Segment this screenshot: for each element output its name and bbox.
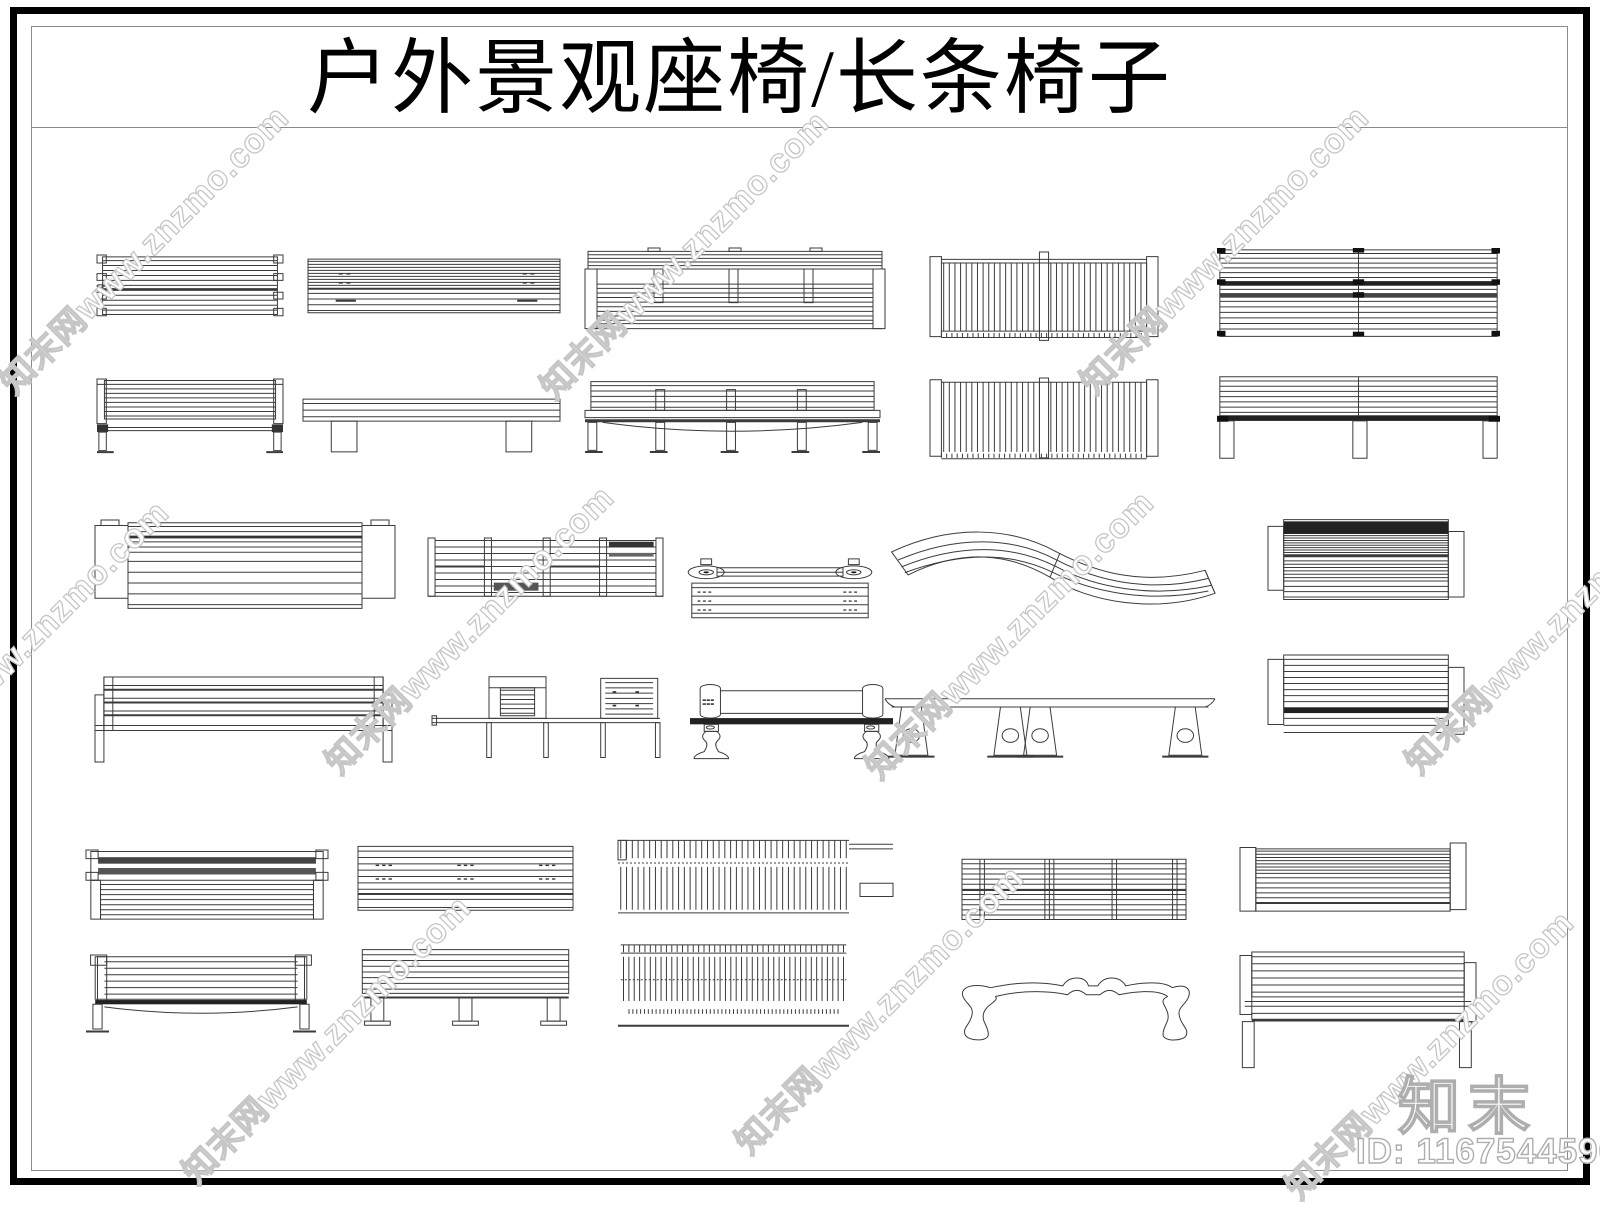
- bench-grid-top: [962, 858, 1186, 922]
- bench-s-curve-top: [885, 522, 1215, 637]
- sheet-inner-border: [31, 26, 1568, 1171]
- bench-round-posts-side: [690, 683, 893, 761]
- bench-fine-vslats-front: [618, 943, 893, 1035]
- bench-three-legs-front-2: [358, 948, 573, 1032]
- brand-logo: 知末: [1397, 1072, 1539, 1143]
- bench-roller-side: [690, 555, 870, 619]
- bench-framed-slats-top: [95, 520, 395, 612]
- sheet-outer-border: [10, 7, 1590, 1185]
- bench-back-front: [97, 379, 283, 456]
- bench-slat-posts-front: [1268, 655, 1464, 743]
- bench-endcap-slats-top: [97, 255, 283, 317]
- bench-fine-vslats-top: [618, 838, 893, 916]
- bench-dark-band-top: [86, 850, 328, 922]
- bench-curved-apron-front: [585, 380, 880, 460]
- bench-slab-two-legs: [303, 398, 560, 453]
- bench-back-front-2: [95, 677, 392, 762]
- bench-curved-tube-top: [958, 956, 1191, 1044]
- bench-double-seat-rail: [432, 675, 660, 760]
- bench-dense-slats-top: [1268, 518, 1464, 602]
- bench-vertical-slats-front: [930, 378, 1158, 463]
- image-id: ID: 1167544590: [1355, 1131, 1600, 1171]
- title-divider: [31, 127, 1568, 128]
- bench-three-legs-front: [1217, 375, 1500, 460]
- bench-double-band-top: [1217, 248, 1500, 340]
- drawing-layer: [0, 0, 1500, 1200]
- bench-slats-top-view: [308, 258, 560, 315]
- bench-sculpted-legs-side: [885, 692, 1215, 760]
- bench-sag-front: [86, 955, 316, 1040]
- page-title: 户外景观座椅/长条椅子: [307, 33, 1172, 124]
- bench-ticked-slats-top: [358, 845, 573, 913]
- bench-slat-posts-top: [1240, 843, 1466, 917]
- bench-paneled-slats-top: [428, 538, 663, 600]
- bench-back-front-3: [1240, 952, 1476, 1070]
- bench-backrest-top-view: [585, 248, 885, 332]
- bench-vertical-slats-top: [930, 252, 1158, 344]
